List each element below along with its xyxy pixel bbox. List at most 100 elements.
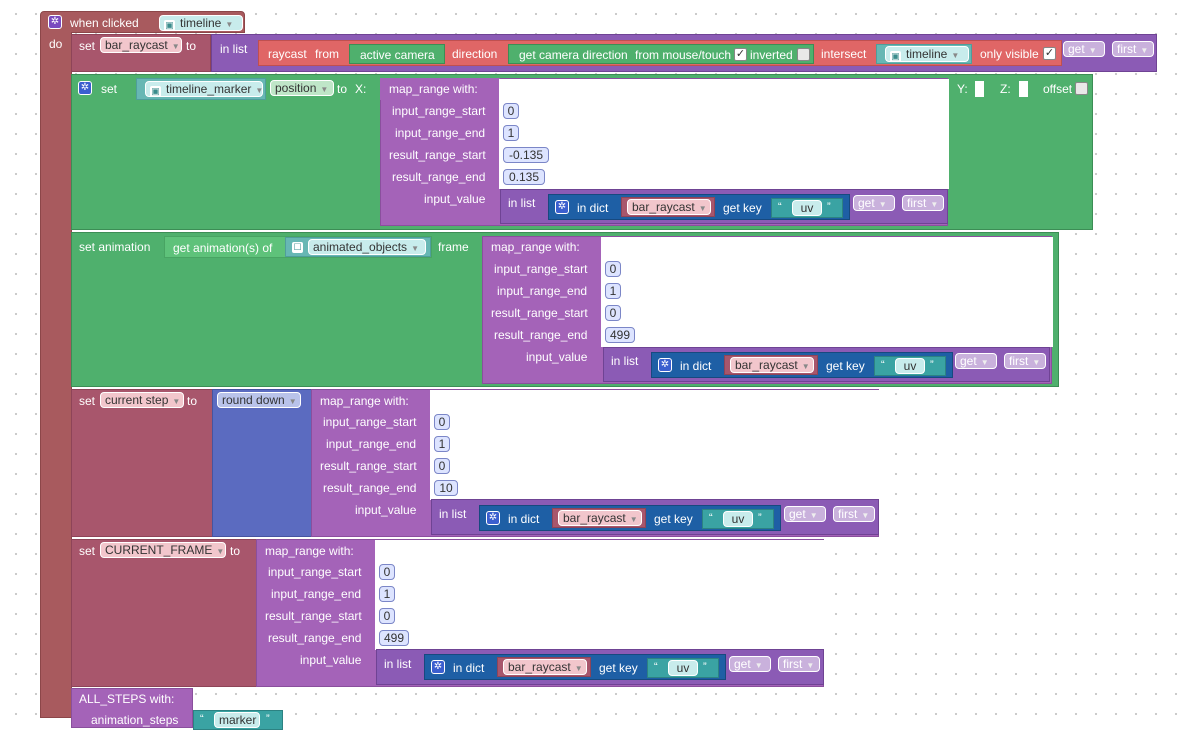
- result-range-start-field[interactable]: 0: [434, 458, 450, 474]
- input-range-start-label: input_range_start: [392, 104, 486, 118]
- set-current-frame-block[interactable]: set CURRENT_FRAME▼ to: [71, 539, 257, 687]
- dict-variable-dropdown[interactable]: bar_raycast▼: [627, 199, 711, 215]
- dict-variable-block[interactable]: bar_raycast▼: [552, 508, 646, 528]
- inverted-checkbox[interactable]: ✓: [734, 48, 747, 61]
- cube-icon: ▣: [890, 51, 901, 62]
- gear-icon[interactable]: ✲: [555, 200, 569, 214]
- chevron-down-icon: ▼: [574, 664, 583, 673]
- set-animation-label: set animation: [79, 240, 151, 254]
- active-camera-block[interactable]: active camera: [349, 44, 445, 64]
- in-dict-block[interactable]: ✲ in dict bar_raycast▼ get key “ uv ”: [651, 352, 953, 378]
- input-range-start-field[interactable]: 0: [605, 261, 621, 277]
- z-empty-slot[interactable]: [1019, 81, 1028, 97]
- result-range-end-field[interactable]: 499: [605, 327, 635, 343]
- result-range-end-field[interactable]: 10: [434, 480, 458, 496]
- get-dropdown[interactable]: get▼: [955, 353, 997, 369]
- from-mouse-label: from mouse/touch: [635, 48, 732, 62]
- key-string-block[interactable]: “ uv ”: [647, 658, 719, 678]
- input-range-start-field[interactable]: 0: [503, 103, 519, 119]
- when-clicked-event-block[interactable]: ✲ when clicked ▣timeline▼: [40, 11, 245, 33]
- dict-variable-block[interactable]: bar_raycast▼: [497, 657, 591, 677]
- result-range-end-field[interactable]: 0.135: [503, 169, 545, 185]
- animation-steps-label: animation_steps: [91, 713, 179, 727]
- set-current-step-block[interactable]: set current step▼ to: [71, 389, 213, 537]
- in-dict-label: in dict: [577, 201, 609, 215]
- dict-variable-dropdown[interactable]: bar_raycast▼: [503, 659, 587, 675]
- key-string-field[interactable]: uv: [895, 358, 925, 374]
- marker-object-value: timeline_marker: [166, 82, 252, 96]
- input-range-start-field[interactable]: 0: [379, 564, 395, 580]
- property-dropdown[interactable]: position▼: [270, 80, 334, 96]
- in-dict-block[interactable]: ✲ in dict bar_raycast▼ get key “ uv ”: [479, 505, 781, 531]
- marker-string-block[interactable]: “ marker ”: [193, 710, 283, 730]
- round-mode-dropdown[interactable]: round down▼: [217, 392, 301, 408]
- key-string-block[interactable]: “ uv ”: [874, 356, 946, 376]
- animated-objects-dropdown[interactable]: animated_objects▼: [308, 239, 426, 255]
- in-dict-block[interactable]: ✲ in dict bar_raycast▼ get key “ uv ”: [548, 194, 850, 220]
- to-label: to: [187, 394, 198, 408]
- input-range-start-field[interactable]: 0: [434, 414, 450, 430]
- get-dropdown[interactable]: get▼: [729, 656, 771, 672]
- result-range-start-field[interactable]: -0.135: [503, 147, 549, 163]
- input-range-end-field[interactable]: 1: [379, 586, 395, 602]
- input-range-end-field[interactable]: 1: [605, 283, 621, 299]
- input-range-end-field[interactable]: 1: [503, 125, 519, 141]
- gear-icon[interactable]: ✲: [431, 660, 445, 674]
- result-range-start-field[interactable]: 0: [379, 608, 395, 624]
- key-string-block[interactable]: “ uv ”: [771, 198, 843, 218]
- marker-object-dropdown[interactable]: ▣timeline_marker▼: [145, 81, 263, 97]
- first-dropdown[interactable]: first▼: [833, 506, 875, 522]
- key-string-field[interactable]: uv: [723, 511, 753, 527]
- marker-string-field[interactable]: marker: [214, 712, 260, 728]
- dict-variable-block[interactable]: bar_raycast▼: [724, 355, 818, 375]
- result-range-start-field[interactable]: 0: [605, 305, 621, 321]
- get-dropdown[interactable]: get▼: [853, 195, 895, 211]
- frame-label: frame: [438, 240, 469, 254]
- gear-icon[interactable]: ✲: [486, 511, 500, 525]
- clicked-object-dropdown[interactable]: ▣timeline▼: [159, 15, 243, 31]
- gear-icon[interactable]: ✲: [48, 15, 62, 29]
- all-steps-block[interactable]: ALL_STEPS with: animation_steps: [71, 688, 193, 728]
- gear-icon[interactable]: ✲: [658, 358, 672, 372]
- first-dropdown[interactable]: first▼: [1004, 353, 1046, 369]
- input-range-end-field[interactable]: 1: [434, 436, 450, 452]
- intersect-object-dropdown[interactable]: ▣timeline▼: [885, 46, 969, 62]
- x-label: X:: [355, 82, 367, 96]
- variable-dropdown[interactable]: current step▼: [100, 392, 184, 408]
- get-animations-block[interactable]: get animation(s) of animated_objects▼ ☐: [164, 236, 432, 258]
- key-string-field[interactable]: uv: [668, 660, 698, 676]
- marker-object-block[interactable]: ▣timeline_marker▼: [136, 78, 266, 100]
- offset-checkbox[interactable]: [1075, 82, 1088, 95]
- animated-objects-block[interactable]: animated_objects▼ ☐: [285, 237, 431, 257]
- in-dict-block[interactable]: ✲ in dict bar_raycast▼ get key “ uv ”: [424, 654, 726, 680]
- chevron-down-icon: ▼: [801, 362, 810, 371]
- key-string-block[interactable]: “ uv ”: [702, 509, 774, 529]
- dict-variable-dropdown[interactable]: bar_raycast▼: [558, 510, 642, 526]
- result-range-end-field[interactable]: 499: [379, 630, 409, 646]
- in-dict-label: in dict: [508, 512, 540, 526]
- map-range-gap: [430, 390, 880, 500]
- get-camera-direction-block[interactable]: get camera direction from mouse/touch ✓ …: [508, 44, 814, 64]
- gear-icon[interactable]: ✲: [78, 81, 92, 95]
- first-dropdown[interactable]: first▼: [902, 195, 944, 211]
- variable-dropdown[interactable]: bar_raycast▼: [100, 37, 182, 53]
- dict-variable-dropdown[interactable]: bar_raycast▼: [730, 357, 814, 373]
- close-quote-icon: ”: [827, 201, 831, 213]
- raycast-block[interactable]: raycast from active camera direction get…: [258, 40, 1062, 66]
- inverted-toggle[interactable]: [797, 48, 810, 61]
- variable-dropdown[interactable]: CURRENT_FRAME▼: [100, 542, 226, 558]
- first-dropdown[interactable]: first▼: [1112, 41, 1154, 57]
- get-dropdown[interactable]: get▼: [784, 506, 826, 522]
- set-bar-raycast-block[interactable]: set bar_raycast▼ to: [71, 34, 211, 72]
- y-empty-slot[interactable]: [975, 81, 984, 97]
- dict-variable-block[interactable]: bar_raycast▼: [621, 197, 715, 217]
- get-dropdown[interactable]: get▼: [1063, 41, 1105, 57]
- first-dropdown[interactable]: first▼: [778, 656, 820, 672]
- get-value: get: [789, 507, 806, 521]
- in-list-label: in list: [439, 507, 467, 521]
- intersect-object-block[interactable]: ▣timeline▼: [876, 44, 972, 64]
- only-visible-checkbox[interactable]: ✓: [1043, 47, 1056, 60]
- key-string-field[interactable]: uv: [792, 200, 822, 216]
- round-down-block[interactable]: round down▼: [212, 389, 312, 537]
- all-steps-label: ALL_STEPS with:: [79, 692, 175, 706]
